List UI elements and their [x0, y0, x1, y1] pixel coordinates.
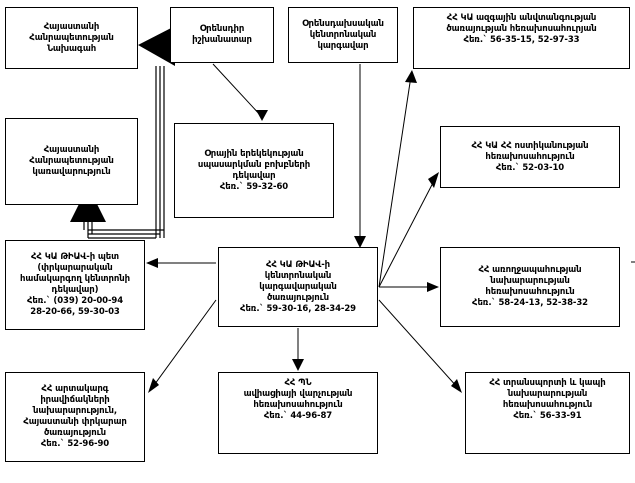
- node-legislative-authority[interactable]: Օրենսդիր իշխանատար: [170, 7, 274, 63]
- edge-legislative-dispatch-to-central-service: [354, 64, 366, 248]
- node-transport-communications[interactable]: ՀՀ տրանսպորտի և կապի նախարարության հեռախ…: [465, 372, 630, 454]
- node-national-security-service[interactable]: ՀՀ ԿԱ ազգային անվտանգության ծառայության …: [413, 7, 630, 69]
- node-defense-aviation[interactable]: ՀՀ ՊՆ ավիացիայի վարչության հեռախոսահությ…: [218, 372, 378, 454]
- edge-central-to-chief: [146, 258, 216, 268]
- node-president[interactable]: Հայաստանի Հանրապետության Նախագահ: [5, 7, 138, 69]
- node-police[interactable]: ՀՀ ԿԱ ՀՀ ոստիկանության հեռախոսահություն …: [440, 126, 620, 188]
- node-government-label: Հայաստանի Հանրապետության կառավարություն: [29, 145, 114, 177]
- node-legislative-central-dispatcher-label: Օրենսդախսական կենտրոնական կարգավար: [302, 18, 384, 51]
- edge-central-to-transport: [378, 299, 462, 393]
- node-health-ministry[interactable]: ՀՀ առողջապահության նախարարության հեռախոս…: [440, 247, 620, 327]
- node-central-dispatch-service[interactable]: ՀՀ ԿԱ ԹԻԱՎ-ի կենտրոնական կարգավարական ծա…: [218, 247, 378, 327]
- node-defense-aviation-label: ՀՀ ՊՆ ավիացիայի վարչության հեռախոսահությ…: [243, 378, 353, 421]
- node-national-security-service-label: ՀՀ ԿԱ ազգային անվտանգության ծառայության …: [446, 13, 597, 45]
- edge-central-to-national-security: [378, 70, 417, 288]
- node-emergency-situations-ministry[interactable]: ՀՀ արտակարգ իրավիճակների նախարարություն,…: [5, 372, 145, 462]
- node-health-ministry-label: ՀՀ առողջապահության նախարարության հեռախոս…: [472, 265, 588, 308]
- node-transport-communications-label: ՀՀ տրանսպորտի և կապի նախարարության հեռախ…: [489, 378, 606, 421]
- edge-central-to-police: [378, 172, 439, 288]
- node-daily-service-head-label: Օրային երեկեկության սպասարկման բոխբների …: [197, 148, 311, 192]
- edge-central-to-emergency-ministry: [148, 299, 217, 393]
- node-president-label: Հայաստանի Հանրապետության Նախագահ: [29, 21, 114, 54]
- node-police-label: ՀՀ ԿԱ ՀՀ ոստիկանության հեռախոսահություն …: [471, 140, 589, 173]
- edge-central-to-health: [379, 282, 439, 292]
- edge-central-to-defense-aviation: [292, 328, 304, 371]
- node-government[interactable]: Հայաստանի Հանրապետության կառավարություն: [5, 118, 138, 205]
- node-central-dispatch-service-label: ՀՀ ԿԱ ԹԻԱՎ-ի կենտրոնական կարգավարական ծա…: [240, 259, 356, 314]
- edge-legislative-to-daily-service: [212, 63, 268, 121]
- node-legislative-authority-label: Օրենսդիր իշխանատար: [192, 24, 252, 45]
- edge-chief-to-president-double: [88, 26, 175, 239]
- node-daily-service-head[interactable]: Օրային երեկեկության սպասարկման բոխբների …: [174, 123, 334, 218]
- node-emergency-situations-ministry-label: ՀՀ արտակարգ իրավիճակների նախարարություն,…: [23, 384, 127, 449]
- node-chief-of-rescue-center-label: ՀՀ ԿԱ ԹԻԱՎ-ի պետ (փրկարարական համակարգող…: [20, 252, 130, 317]
- node-chief-of-rescue-center[interactable]: ՀՀ ԿԱ ԹԻԱՎ-ի պետ (փրկարարական համակարգող…: [5, 240, 145, 330]
- node-legislative-central-dispatcher[interactable]: Օրենսդախսական կենտրոնական կարգավար: [288, 7, 398, 63]
